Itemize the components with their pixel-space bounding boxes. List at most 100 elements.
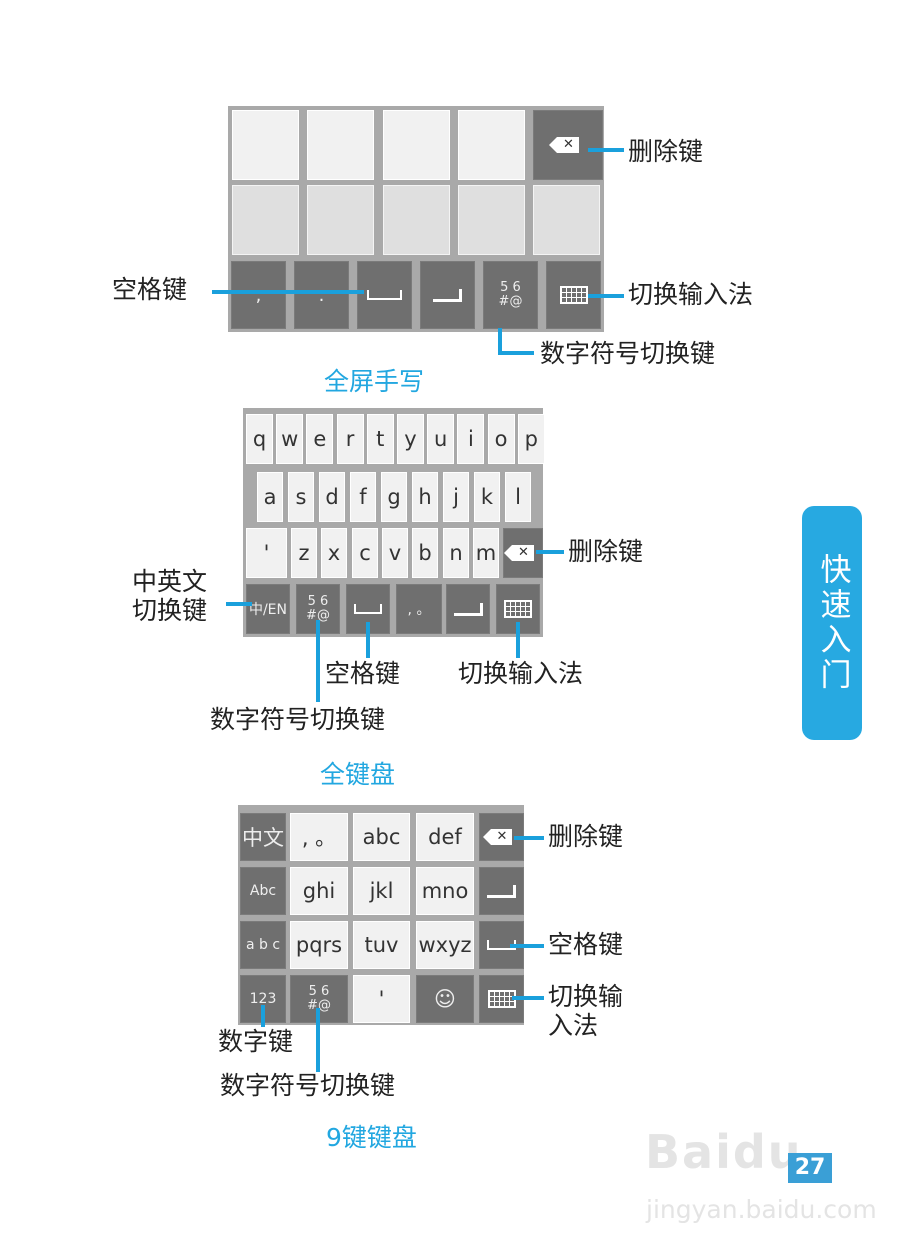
handwriting-cell[interactable] [307, 185, 374, 255]
key-pqrs[interactable]: pqrs [290, 921, 348, 969]
key-label: t [376, 427, 385, 451]
key-label: h [418, 485, 432, 509]
key-x[interactable]: x [321, 528, 347, 578]
callout-delete-key: 删除键 [568, 537, 644, 566]
key-abc[interactable]: abc [353, 813, 410, 861]
key-apostrophe[interactable]: ' [353, 975, 410, 1023]
key-y[interactable]: y [397, 414, 424, 464]
key-b[interactable]: b [412, 528, 438, 578]
key-label: z [298, 541, 310, 565]
key-tuv[interactable]: tuv [353, 921, 410, 969]
key-r[interactable]: r [336, 414, 364, 464]
key-i[interactable]: i [457, 414, 485, 464]
key-m[interactable]: m [473, 528, 499, 578]
space-icon [353, 604, 383, 614]
key-label: y [404, 427, 417, 451]
watermark-logo: Baidu [645, 1125, 803, 1179]
key-v[interactable]: v [382, 528, 408, 578]
backspace-key[interactable]: ✕ [479, 813, 524, 861]
key-t[interactable]: t [366, 414, 394, 464]
enter-key[interactable] [446, 584, 490, 634]
key-q[interactable]: q [246, 414, 273, 464]
key-label: def [428, 825, 462, 849]
leader-line [261, 1005, 265, 1027]
leader-line [512, 996, 544, 1000]
space-key[interactable] [357, 261, 412, 329]
key-label: pqrs [295, 933, 343, 957]
callout-delete-key: 删除键 [628, 137, 704, 166]
function-key[interactable]: 中文 [240, 813, 286, 861]
function-key[interactable]: a b c [240, 921, 286, 969]
key-label: 123 [249, 991, 277, 1007]
ime-switch-key[interactable] [479, 975, 524, 1023]
leader-line [226, 602, 252, 606]
function-key[interactable]: 中/EN [246, 584, 290, 634]
callout-symbol-key: 数字符号切换键 [220, 1071, 396, 1100]
key-u[interactable]: u [427, 414, 455, 464]
symbol-switch-key[interactable]: 5 6 #@ [483, 261, 538, 329]
key-l[interactable]: l [505, 472, 531, 522]
leader-line [498, 351, 534, 355]
keyboard-icon [559, 286, 588, 304]
key-ghi[interactable]: ghi [290, 867, 348, 915]
key-z[interactable]: z [291, 528, 317, 578]
handwriting-cell[interactable] [232, 185, 299, 255]
key-mno[interactable]: mno [416, 867, 474, 915]
callout-symbol-key: 数字符号切换键 [210, 705, 386, 734]
key-e[interactable]: e [306, 414, 334, 464]
enter-key[interactable] [479, 867, 524, 915]
function-key[interactable]: . [294, 261, 349, 329]
handwriting-cell[interactable] [458, 185, 525, 255]
key-d[interactable]: d [319, 472, 345, 522]
backspace-key[interactable]: ✕ [533, 110, 603, 180]
key-def[interactable]: def [416, 813, 474, 861]
handwriting-cell[interactable] [533, 185, 600, 255]
key-label: jkl [369, 879, 394, 903]
enter-key[interactable] [420, 261, 475, 329]
key-jkl[interactable]: jkl [353, 867, 410, 915]
key-label: abc [362, 825, 401, 849]
key-s[interactable]: s [288, 472, 314, 522]
key-label: c [359, 541, 371, 565]
key-label: u [434, 427, 448, 451]
space-icon [367, 290, 402, 300]
key-a[interactable]: a [257, 472, 283, 522]
function-key[interactable]: Abc [240, 867, 286, 915]
callout-delete-key: 删除键 [548, 822, 624, 851]
key-label: l [515, 485, 521, 509]
key-label: ' [378, 987, 385, 1011]
key-label: s [295, 485, 307, 509]
key-f[interactable]: f [350, 472, 376, 522]
key-p[interactable]: p [517, 414, 545, 464]
handwriting-cell[interactable] [383, 110, 450, 180]
key-label: a b c [245, 937, 281, 953]
callout-line: 切换输 [548, 982, 624, 1011]
key-w[interactable]: w [276, 414, 304, 464]
handwriting-cell[interactable] [383, 185, 450, 255]
handwriting-cell[interactable] [232, 110, 299, 180]
function-key[interactable]: , [231, 261, 286, 329]
key-wxyz[interactable]: wxyz [416, 921, 474, 969]
key-c[interactable]: c [352, 528, 378, 578]
handwriting-cell[interactable] [458, 110, 525, 180]
key-k[interactable]: k [474, 472, 500, 522]
key-g[interactable]: g [381, 472, 407, 522]
key-label: 中文 [242, 826, 284, 850]
key-h[interactable]: h [412, 472, 438, 522]
key-label: , 。 [407, 602, 431, 618]
function-key[interactable]: , 。 [396, 584, 442, 634]
watermark-url: jingyan.baidu.com [646, 1195, 877, 1224]
backspace-icon: ✕ [482, 829, 513, 845]
key-label: tuv [364, 933, 399, 957]
key-punct[interactable]: , 。 [290, 813, 348, 861]
key-j[interactable]: j [443, 472, 469, 522]
key-o[interactable]: o [487, 414, 515, 464]
key-label: , 。 [301, 826, 337, 850]
handwriting-cell[interactable] [307, 110, 374, 180]
key-apostrophe[interactable]: ' [246, 528, 287, 578]
key-n[interactable]: n [443, 528, 469, 578]
function-key[interactable]: ☺ [416, 975, 474, 1023]
key-label: ' [263, 541, 270, 565]
leader-line [516, 622, 520, 658]
callout-switch-ime: 切换输入法 [628, 280, 754, 309]
